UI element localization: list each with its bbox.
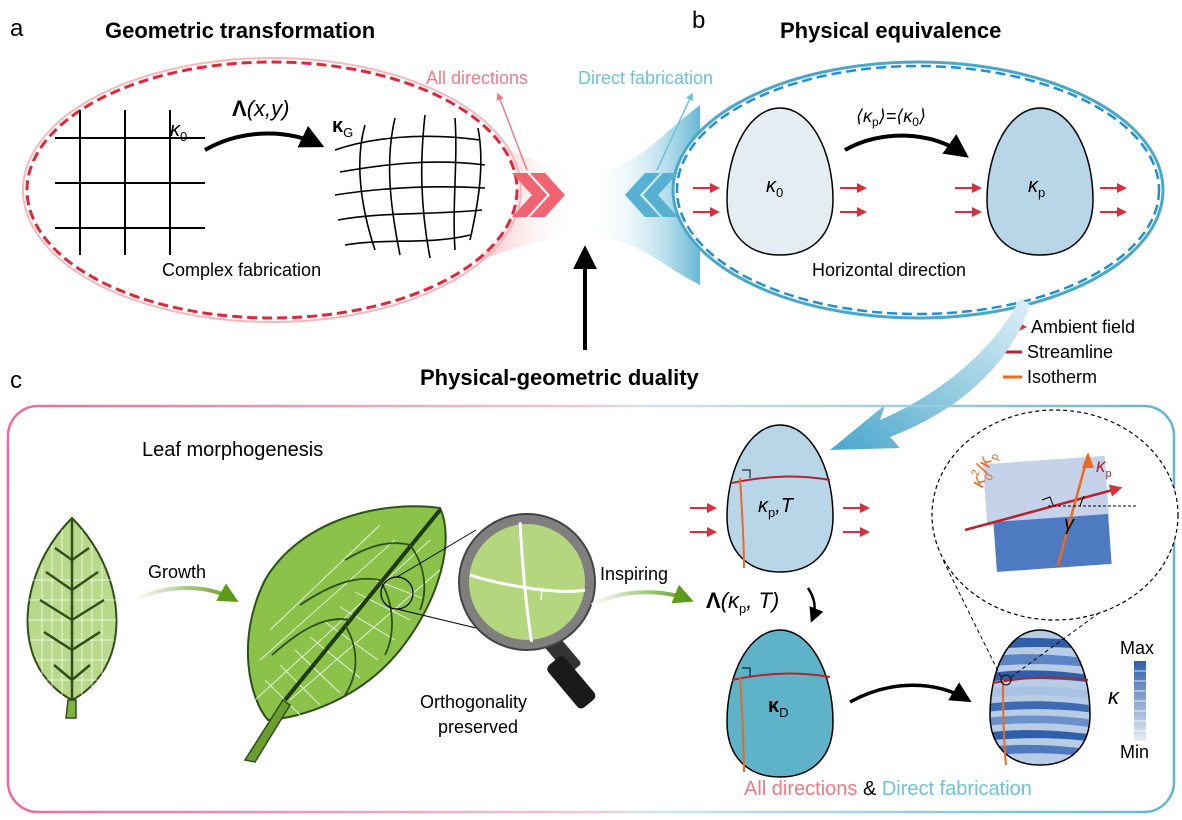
egg-kappap <box>986 107 1094 256</box>
panel-a-ellipse-halo <box>22 57 522 323</box>
lambda-xy-label: Λ(x,y) <box>232 96 289 121</box>
panel-b-letter: b <box>692 7 705 34</box>
legend-isotherm-label: Isotherm <box>1027 367 1097 387</box>
colorbar-max: Max <box>1120 638 1154 658</box>
right-angle-c1 <box>742 469 751 478</box>
panel-b-title: Physical equivalence <box>780 18 1001 43</box>
egg-kappap-t-label: κp,T <box>758 495 795 520</box>
regular-grid <box>55 110 205 255</box>
orthogonality-label-1: Orthogonality <box>420 692 527 712</box>
panel-c-title: Leaf morphogenesis <box>142 439 323 461</box>
footer-all-directions: All directions <box>744 778 857 800</box>
kappaG-label: κG <box>332 115 353 140</box>
zoom-inset: κ20/κp κp γ <box>931 409 1179 621</box>
direct-fabrication-callout: Direct fabrication <box>578 68 713 88</box>
inset-kp-label: κp <box>1096 456 1112 480</box>
kappa0-label: κ0 <box>170 119 187 144</box>
big-leaf <box>243 505 447 763</box>
streamline-c1 <box>731 475 831 484</box>
egg-kappap-t <box>726 424 834 573</box>
egg-kappa0 <box>726 107 834 256</box>
direct-fabrication-callout-line <box>656 92 693 171</box>
curved-grid <box>334 114 486 259</box>
isotherm-c2 <box>739 675 745 773</box>
right-angle-c2 <box>742 667 751 676</box>
colorbar-min: Min <box>1120 742 1149 762</box>
streamline-c2 <box>731 672 831 681</box>
red-chevrons-icon <box>512 173 565 217</box>
legend-streamline-label: Streamline <box>1027 342 1113 362</box>
equivalence-label: ⟨κp⟩=⟨κ0⟩ <box>856 106 926 129</box>
all-directions-callout-line <box>496 92 528 171</box>
colorbar-kappa: κ <box>1108 684 1120 709</box>
inset-gamma-label: γ <box>1064 513 1075 535</box>
isotherm-c1 <box>739 477 745 569</box>
panel-a-ellipse <box>25 60 519 320</box>
egg-kappad-label: κD <box>768 695 789 720</box>
fabrication-arrow <box>849 682 972 704</box>
egg-kappap-label: κp <box>1028 175 1045 200</box>
big-blue-arrow <box>830 298 1030 450</box>
panel-a-title: Geometric transformation <box>105 18 375 43</box>
egg-kappa0-label: κ0 <box>766 175 783 200</box>
legend: Ambient field Streamline Isotherm <box>1003 317 1135 387</box>
inspiring-label: Inspiring <box>600 564 668 584</box>
panel-c-letter: c <box>10 367 22 394</box>
small-leaf <box>26 516 118 719</box>
magnifier-icon <box>396 513 596 709</box>
egg-kappad <box>726 629 834 778</box>
panel-a-caption: Complex fabrication <box>162 260 321 280</box>
footer-direct-fabrication: Direct fabrication <box>882 778 1032 800</box>
striped-egg <box>989 629 1091 766</box>
all-directions-callout: All directions <box>426 68 528 88</box>
colorbar: Max κ Min <box>1108 638 1154 762</box>
panel-c-box <box>6 404 1176 814</box>
orthogonality-label-2: preserved <box>438 717 518 737</box>
growth-arrow <box>134 583 239 602</box>
panel-a-letter: a <box>10 15 24 42</box>
down-arrow <box>806 587 824 623</box>
footer-label: All directions & Direct fabrication <box>744 778 1032 800</box>
equivalence-arrow <box>844 133 969 158</box>
inspiring-arrow <box>591 584 694 607</box>
duality-label: Physical-geometric duality <box>420 365 700 390</box>
blue-chevrons-icon <box>625 173 678 217</box>
ambient-arrows-c <box>690 503 870 537</box>
panel-b-ellipse-dash <box>675 64 1161 316</box>
growth-label: Growth <box>148 562 206 582</box>
transform-arrow <box>204 125 325 152</box>
inset-k0-kp-label: κ20/κp <box>966 448 1002 491</box>
legend-ambient-label: Ambient field <box>1031 317 1135 337</box>
ambient-arrows-b <box>693 183 1127 217</box>
zoom-line-left <box>942 559 1002 678</box>
lambda-kp-t-label: Λ(κp, T) <box>706 588 779 616</box>
panel-b-caption: Horizontal direction <box>812 260 966 280</box>
